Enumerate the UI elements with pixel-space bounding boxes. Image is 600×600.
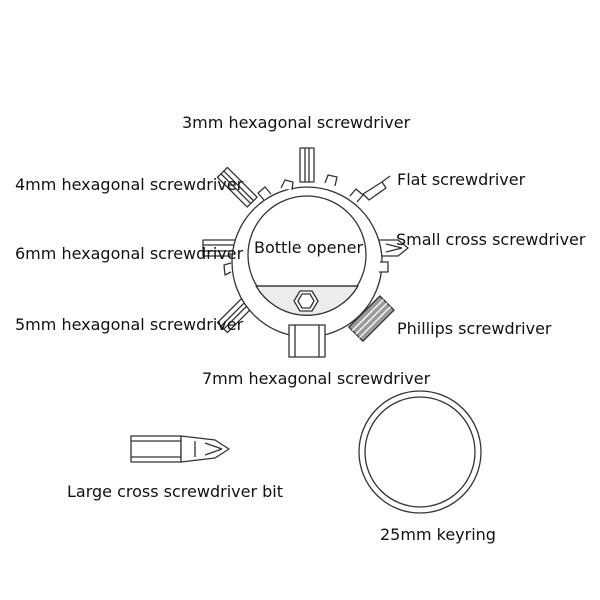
large-cross-bit — [130, 435, 230, 463]
label-6mm-hex-screwdriver: 6mm hexagonal screwdriver — [15, 244, 244, 263]
label-7mm-hex-screwdriver: 7mm hexagonal screwdriver — [202, 369, 431, 388]
hex-4mm-bit — [216, 166, 258, 208]
phillips-bit — [348, 295, 395, 342]
hex-7mm-socket — [288, 324, 326, 358]
label-bottle-opener: Bottle opener — [254, 238, 364, 257]
label-3mm-hex-screwdriver: 3mm hexagonal screwdriver — [182, 113, 411, 132]
label-phillips-screwdriver: Phillips screwdriver — [397, 319, 552, 338]
hex-3mm-bit — [299, 147, 315, 183]
label-5mm-hex-screwdriver: 5mm hexagonal screwdriver — [15, 315, 244, 334]
keyring — [358, 390, 482, 514]
label-large-cross-bit: Large cross screwdriver bit — [67, 482, 283, 501]
label-4mm-hex-screwdriver: 4mm hexagonal screwdriver — [15, 175, 244, 194]
label-keyring: 25mm keyring — [380, 525, 496, 544]
label-small-cross-screwdriver: Small cross screwdriver — [396, 230, 586, 249]
hex-nut-inner — [297, 293, 315, 309]
flat-screwdriver-tip — [362, 175, 391, 201]
label-flat-screwdriver: Flat screwdriver — [397, 170, 526, 189]
